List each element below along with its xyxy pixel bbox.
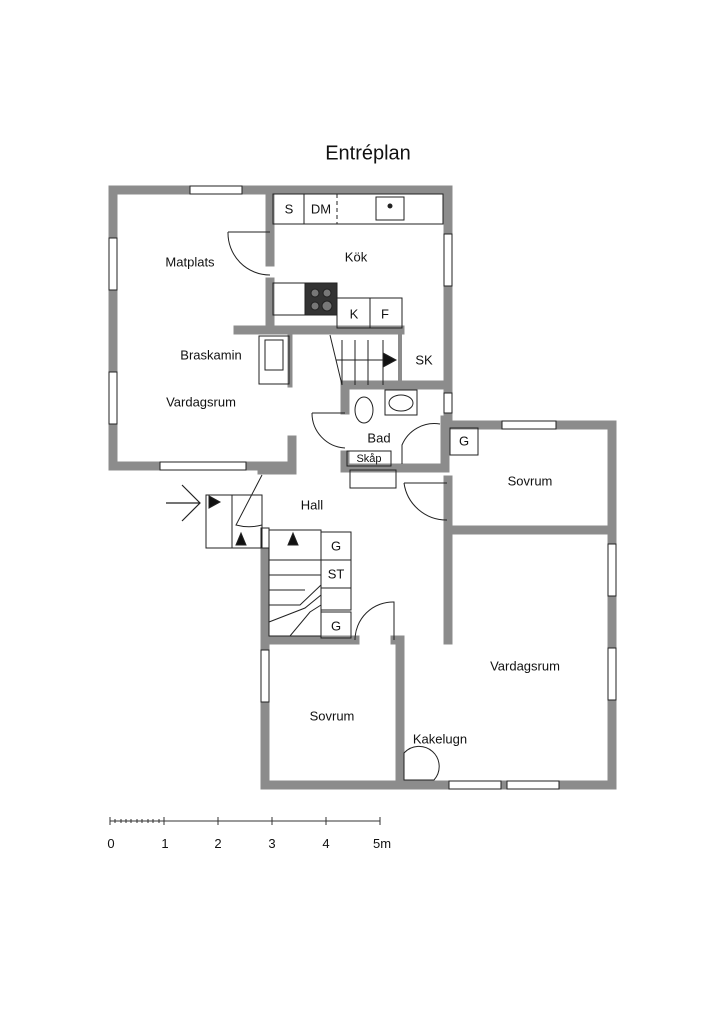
label-braskamin: Braskamin — [180, 347, 242, 363]
fixture-dm: DM — [310, 201, 332, 217]
fixture-k: K — [349, 306, 359, 322]
room-label-vardagsrum: Vardagsrum — [166, 394, 236, 410]
window — [159, 461, 247, 471]
shower — [401, 423, 441, 464]
page-title: Entréplan — [325, 142, 411, 165]
door-swing — [311, 412, 346, 449]
label-sk: SK — [415, 352, 433, 368]
bath-wall — [340, 380, 450, 473]
scale-tick-label: 2 — [214, 836, 222, 851]
door-swing — [235, 474, 263, 528]
wall-entry — [257, 435, 297, 475]
entry-steps — [205, 494, 263, 549]
fixture-g: G — [330, 538, 342, 554]
tiled-stove — [403, 745, 440, 781]
scale-tick-label: 3 — [268, 836, 276, 851]
closet — [346, 450, 392, 467]
window — [607, 543, 617, 597]
door-swing — [403, 482, 448, 521]
door-swing — [354, 601, 395, 641]
stair-arrow — [382, 352, 398, 368]
fixture-g: G — [330, 618, 342, 634]
window — [501, 420, 557, 430]
room-label-sovrum-2: Sovrum — [309, 708, 355, 724]
toilet — [354, 396, 374, 424]
scale-bar — [109, 817, 381, 825]
window — [443, 233, 453, 287]
window — [189, 185, 243, 195]
fixtures — [166, 193, 479, 781]
walls — [108, 185, 617, 790]
room-label-sovrum: Sovrum — [507, 473, 553, 489]
scale-tick-label: 0 — [107, 836, 115, 851]
washbasin — [384, 389, 418, 416]
room-label-hall: Hall — [300, 497, 324, 513]
fixture-f: F — [381, 306, 389, 322]
window — [607, 647, 617, 701]
window — [260, 649, 270, 703]
room-label-bad: Bad — [367, 430, 391, 446]
fireplace — [258, 335, 290, 385]
label-kakelugn: Kakelugn — [412, 731, 468, 747]
bedroom2-wall — [260, 635, 405, 790]
entry-arrow — [166, 484, 201, 522]
windows — [108, 185, 617, 790]
window — [108, 371, 118, 425]
fixture-st: ST — [327, 566, 345, 582]
window — [448, 780, 502, 790]
window — [443, 392, 453, 414]
window — [108, 237, 118, 291]
stairs-lower — [268, 529, 322, 637]
room-label-kok: Kök — [344, 249, 368, 265]
fixture-g: G — [458, 433, 470, 449]
room-label-matplats: Matplats — [165, 254, 215, 270]
door-swing — [227, 231, 271, 276]
sink — [375, 196, 405, 221]
counter-top — [272, 193, 444, 225]
bedroom1-wall — [443, 475, 617, 645]
counter-lower — [272, 282, 306, 316]
scale-tick-label: 1 — [161, 836, 169, 851]
closet-g-bedroom — [449, 427, 479, 456]
room-label-vardagsrum-2: Vardagsrum — [490, 658, 560, 674]
scale-tick-label: 5m — [372, 836, 392, 851]
scale-tick-label: 4 — [322, 836, 330, 851]
label-skap: Skåp — [356, 453, 382, 465]
fixture-s: S — [284, 201, 294, 217]
closet-g — [320, 611, 352, 639]
stove — [304, 282, 338, 316]
stairs-upper — [329, 334, 385, 386]
window — [506, 780, 560, 790]
